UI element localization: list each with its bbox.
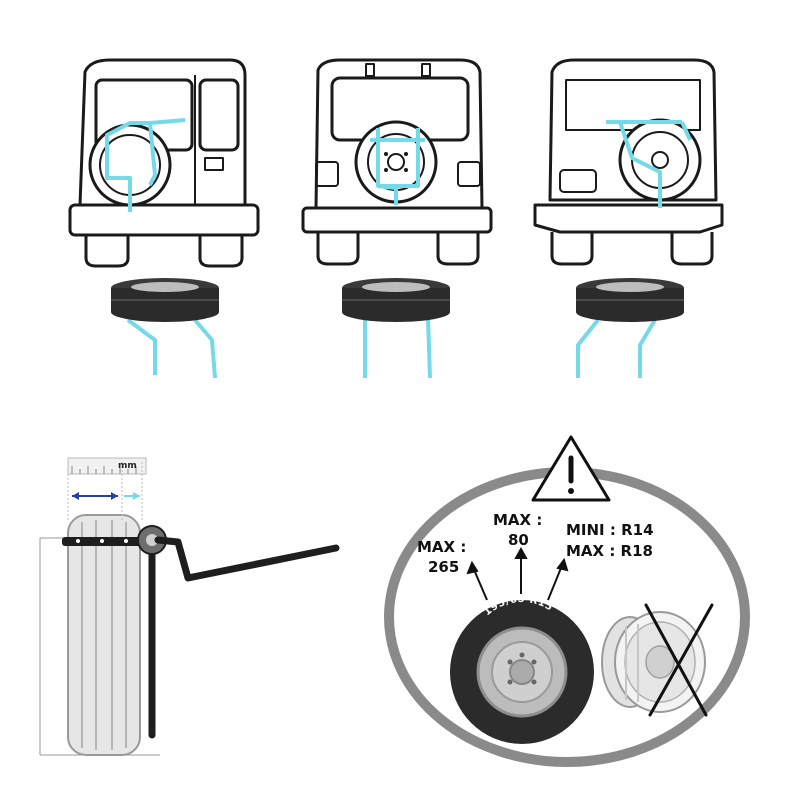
max-width-label: MAX : bbox=[417, 538, 466, 556]
max-width-value: 265 bbox=[428, 558, 459, 576]
max-profile-value: 80 bbox=[508, 531, 529, 549]
tire-with-bracket-3 bbox=[576, 278, 684, 378]
rim-min-label: MINI : R14 bbox=[566, 521, 654, 539]
not-allowed-tire bbox=[601, 611, 706, 713]
vehicle-rear-view-3 bbox=[533, 58, 724, 266]
tire-side-view bbox=[39, 514, 160, 756]
tire-with-bracket-2 bbox=[342, 278, 450, 379]
bracket-frame-3 bbox=[606, 120, 692, 208]
allowed-tire: 195/65 R15 bbox=[450, 594, 594, 744]
bracket-frame-2 bbox=[370, 128, 425, 205]
vehicle-rear-view-1 bbox=[68, 58, 260, 268]
tire-with-bracket-1 bbox=[111, 278, 219, 379]
width-arrows bbox=[72, 492, 140, 500]
carrier-bracket-side bbox=[62, 525, 340, 739]
ruler-unit-label: mm bbox=[118, 461, 137, 471]
bracket-frame-1 bbox=[105, 118, 186, 212]
warning-triangle-icon bbox=[531, 435, 611, 502]
tire-tread-side bbox=[67, 514, 141, 756]
measuring-ruler: mm bbox=[67, 457, 147, 520]
cross-mark-icon bbox=[644, 603, 714, 717]
max-profile-label: MAX : bbox=[493, 511, 542, 529]
rim-max-label: MAX : R18 bbox=[566, 542, 653, 560]
vehicle-rear-view-2 bbox=[301, 58, 493, 266]
pointer-arrows bbox=[466, 546, 569, 601]
